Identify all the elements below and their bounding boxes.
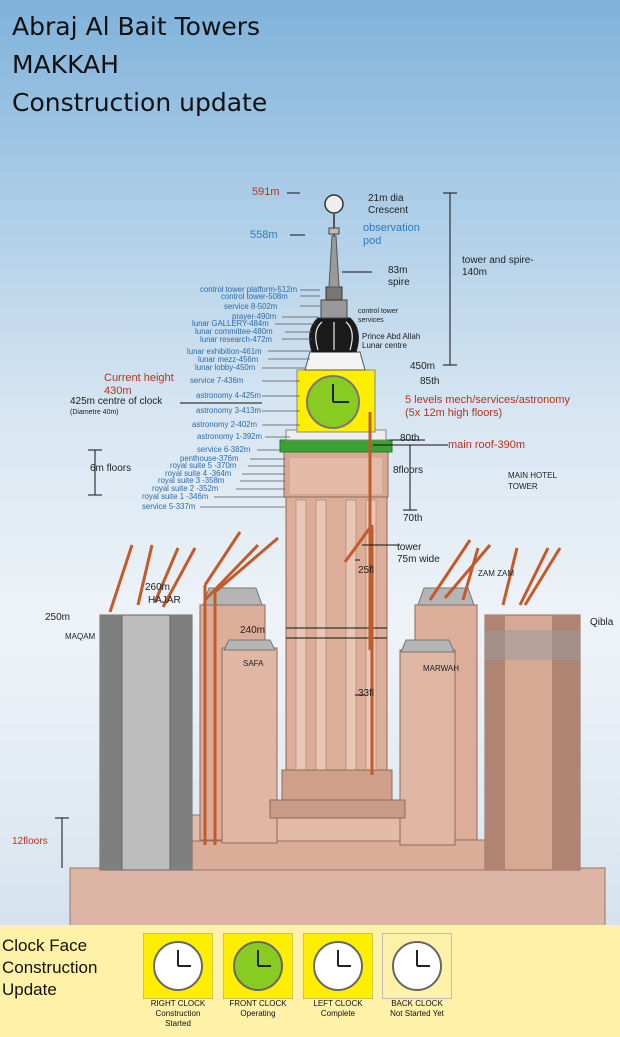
floor-label: lunar lobby-450m (195, 363, 256, 372)
floor-label: control tower platform-512m (200, 285, 298, 294)
floor-33-label: 33fl (358, 688, 375, 699)
back-clock-swatch (382, 933, 452, 999)
floor-label: lunar exhibition-461m (187, 347, 262, 356)
title-line-1: Abraj Al Bait Towers (12, 12, 261, 41)
floor-label: prayer-490m (232, 312, 277, 321)
twelve-floors-label: 12floors (12, 836, 48, 847)
floor-label: lunar committee-480m (195, 327, 273, 336)
control-services-label: control tower services (358, 308, 399, 324)
floor-label: lunar research-472m (200, 335, 272, 344)
title-line-3: Construction update (12, 88, 268, 117)
marwah-label: MARWAH (423, 664, 459, 673)
floor-25-label: 25fl (358, 565, 375, 576)
tower-spire-label: tower and spire- 140m (462, 255, 534, 278)
floor-label: service 6-382m (197, 445, 251, 454)
eight-floors-label: 8floors (393, 465, 424, 476)
floor-label: astronomy 2-402m (192, 420, 258, 429)
floor-label: control tower-508m (221, 292, 288, 301)
floor-label: service 5-337m (142, 502, 196, 511)
floor-label: penthouse-376m (180, 454, 239, 463)
safa-label: SAFA (243, 659, 264, 668)
floor-label: astronomy 4-425m (196, 391, 262, 400)
clock-centre-label: 425m centre of clock (70, 396, 163, 407)
floor-label: lunar mezz-456m (198, 355, 259, 364)
right-clock-swatch (143, 933, 213, 999)
floor-80-label: 80th (400, 433, 420, 444)
prince-lunar-label: Prince Abd Allah Lunar centre (362, 332, 421, 350)
mech-levels-label: 5 levels mech/services/astronomy (5x 12m… (405, 394, 571, 419)
floor-label: astronomy 1-392m (197, 432, 263, 441)
hajar-label: HAJAR (148, 595, 181, 606)
floor-85-label: 85th (420, 376, 440, 387)
title-line-2: MAKKAH (12, 50, 119, 79)
crescent-label: 21m dia Crescent (368, 193, 409, 216)
safa-height-label: 240m (240, 625, 266, 636)
floor-70-label: 70th (403, 513, 423, 524)
floor-label: royal suite 1 -346m (142, 492, 209, 501)
left-clock-swatch (303, 933, 373, 999)
legend-title: Clock Face Construction Update (2, 936, 98, 999)
main-roof-label: main roof-390m (448, 439, 526, 451)
zamzam-label: ZAM ZAM (478, 569, 514, 578)
floor-label: service 8-502m (224, 302, 278, 311)
floor-label: royal suite 4 -364m (165, 469, 232, 478)
floor-label: service 7-436m (190, 376, 244, 385)
height-591-label: 591m (252, 186, 280, 198)
floor-label: astronomy 3-413m (196, 406, 262, 415)
clock-diameter-label: (Diametre 40m) (70, 409, 119, 416)
observation-pod-label: observation pod (363, 222, 420, 247)
tower-width-label: tower 75m wide (397, 542, 440, 565)
height-558-label: 558m (250, 229, 278, 241)
clock-legend: Clock Face Construction Update RIGHT CLO… (0, 925, 620, 1037)
main-hotel-tower-label: MAIN HOTEL TOWER (508, 471, 557, 491)
maqam-label: MAQAM (65, 632, 96, 641)
hajar-height-label: 260m (145, 582, 171, 593)
floor-label: lunar GALLERY-484m (192, 319, 269, 328)
front-clock-swatch (223, 933, 293, 999)
height-450-label: 450m (410, 361, 436, 372)
qibla-label: Qibla (590, 617, 614, 628)
floor-label: royal suite 3 -358m (158, 476, 225, 485)
maqam-height-label: 250m (45, 612, 71, 623)
floor-label: royal suite 5 -370m (170, 461, 237, 470)
six-m-floors-label: 6m floors (90, 463, 132, 474)
current-height-label: Current height 430m (104, 372, 174, 397)
floor-label: royal suite 2 -352m (152, 484, 219, 493)
spire-label: 83m spire (388, 265, 410, 288)
